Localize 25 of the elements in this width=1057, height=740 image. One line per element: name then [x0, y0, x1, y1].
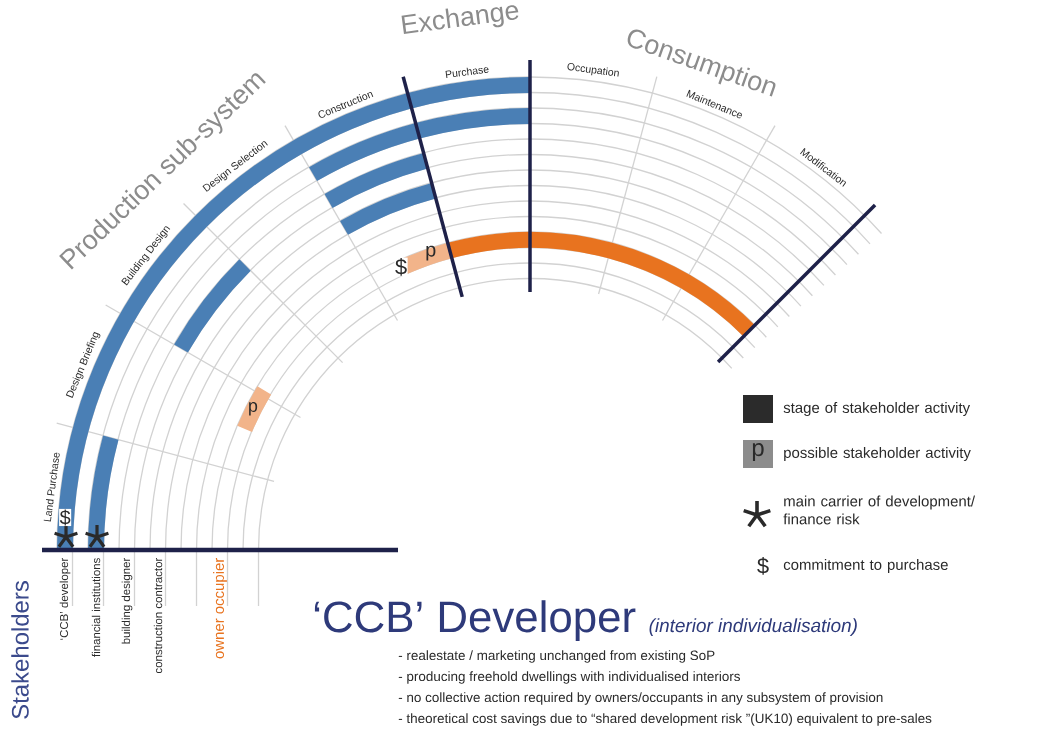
possible-activity-mark: p [752, 443, 764, 461]
stage-label: Land Purchase [43, 452, 60, 522]
bullet-note: - realestate / marketing unchanged from existing SoP [398, 650, 715, 663]
stakeholder-label: financial institutions [91, 558, 101, 657]
legend-label: main carrier of development/ finance risk [783, 495, 975, 525]
stakeholder-label: construction contractor [153, 557, 163, 674]
legend-label: possible stakeholder activity [784, 447, 971, 461]
stakeholder-label: building designer [121, 557, 133, 644]
bullet-note: - no collective action required by owners/occupants in any subsystem of provision [398, 692, 883, 705]
bullet-note: - producing freehold dwellings with individualised interiors [398, 671, 740, 684]
possible-activity-mark: p [249, 402, 258, 416]
stage-label: Purchase [445, 67, 489, 79]
subtitle: (interior individualisation) [649, 618, 857, 636]
bullet-note: - theoretical cost savings due to “shared development risk ”(UK10) equivalent to pre-sales [398, 713, 932, 726]
title: ‘CCB’ Developer [314, 600, 636, 642]
section-heading: Exchange [401, 5, 519, 34]
possible-activity-mark: p [426, 245, 436, 261]
stakeholder-label: owner occupier [213, 558, 227, 659]
purchase-mark: $ [394, 257, 408, 277]
axis-title: Stakeholders [11, 581, 29, 719]
legend-label: stage of stakeholder activity [783, 402, 971, 416]
stakeholder-label: ‘CCB’ developer [59, 557, 71, 640]
legend-label: commitment to purchase [783, 559, 948, 573]
purchase-mark: $ [757, 557, 769, 575]
stage-label: Occupation [567, 63, 619, 77]
